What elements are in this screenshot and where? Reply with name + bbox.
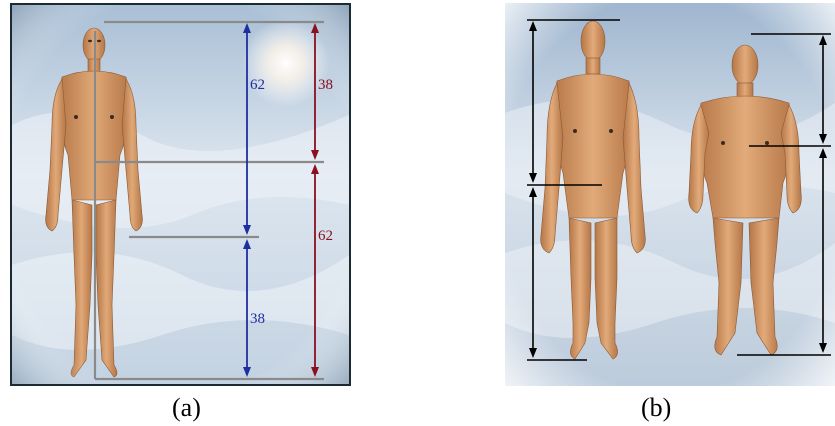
blue-lower-label: 38: [250, 311, 265, 327]
panel-a-illustration: 62 38 38 62: [12, 5, 349, 384]
figure-panel-b: [505, 3, 835, 386]
caption-a: (a): [172, 393, 201, 423]
caption-b: (b): [641, 393, 671, 423]
red-upper-label: 38: [318, 77, 333, 93]
figure-panel-a: 62 38 38 62: [10, 3, 351, 386]
panel-b-illustration: [505, 3, 835, 386]
red-lower-label: 62: [318, 228, 333, 244]
blue-upper-label: 62: [250, 77, 265, 93]
